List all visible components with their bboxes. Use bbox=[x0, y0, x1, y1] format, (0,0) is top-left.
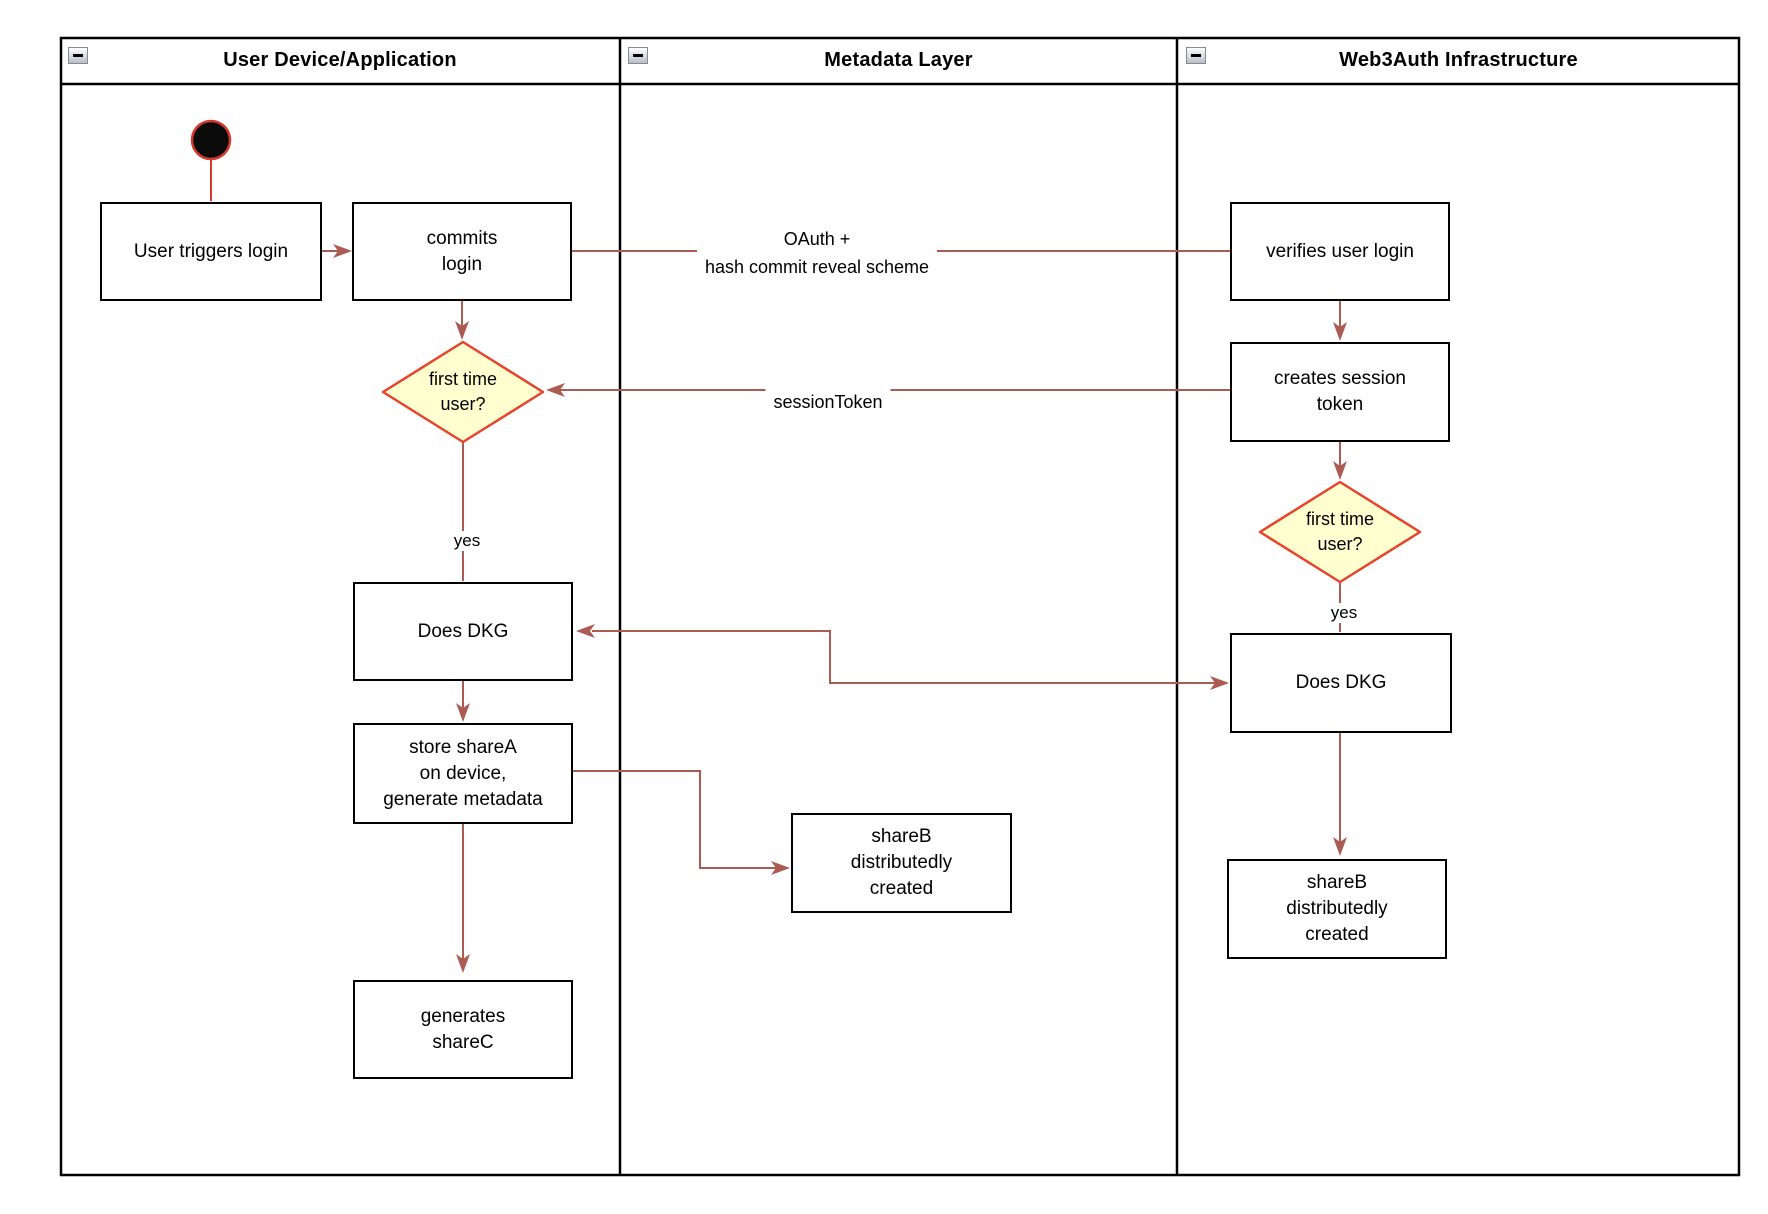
swimlane-frame bbox=[59, 36, 1741, 1177]
node-does-dkg-web3auth[interactable]: Does DKG bbox=[1230, 633, 1452, 733]
arrowhead-into-store-share-a bbox=[456, 703, 470, 722]
lane-title-user-device: User Device/Application bbox=[223, 48, 457, 71]
node-does-dkg-device[interactable]: Does DKG bbox=[353, 582, 573, 681]
edge-verifies-to-creates-session bbox=[1333, 301, 1347, 341]
node-commits-login[interactable]: commits login bbox=[352, 202, 572, 301]
edge-label-yes-web3auth: yes bbox=[1326, 603, 1362, 623]
node-share-b-metadata[interactable]: shareB distributedly created bbox=[791, 813, 1012, 913]
node-creates-session-token[interactable]: creates session token bbox=[1230, 342, 1450, 442]
edge-commits-to-first-time-device bbox=[455, 301, 469, 340]
lane-title-metadata-layer: Metadata Layer bbox=[824, 48, 973, 71]
arrowhead-into-first-time-device bbox=[546, 383, 565, 397]
collapse-lane-button-user-device[interactable] bbox=[68, 47, 88, 64]
edge-creates-session-to-first-time-web3auth bbox=[1333, 442, 1347, 480]
arrowhead-into-share-b-metadata bbox=[771, 861, 790, 875]
minus-icon bbox=[1191, 54, 1201, 57]
edge-user-triggers-to-commits bbox=[322, 244, 352, 258]
collapse-lane-button-metadata-layer[interactable] bbox=[628, 47, 648, 64]
node-share-b-web3auth[interactable]: shareB distributedly created bbox=[1227, 859, 1447, 959]
edge-label-oauth: OAuth + hash commit reveal scheme bbox=[696, 225, 938, 281]
lane-header-user-device: User Device/Application bbox=[60, 37, 620, 83]
arrowhead-into-first-time-web3auth bbox=[1333, 461, 1347, 480]
collapse-lane-button-web3auth[interactable] bbox=[1186, 47, 1206, 64]
start-node[interactable] bbox=[190, 119, 232, 161]
lane-title-web3auth: Web3Auth Infrastructure bbox=[1339, 48, 1578, 71]
decision-first-time-user-web3auth[interactable] bbox=[1258, 480, 1422, 584]
lane-header-metadata-layer: Metadata Layer bbox=[620, 37, 1177, 83]
edge-label-yes-device: yes bbox=[449, 531, 485, 551]
arrowhead-into-does-dkg-web3auth bbox=[1210, 676, 1229, 690]
edge-session-token bbox=[546, 383, 1230, 397]
node-user-triggers-login[interactable]: User triggers login bbox=[100, 202, 322, 301]
edge-label-session-token: sessionToken bbox=[765, 388, 891, 416]
arrowhead-into-generates-share-c bbox=[456, 954, 470, 973]
edge-store-to-share-b-metadata bbox=[573, 770, 790, 875]
edge-dkg-sync bbox=[576, 624, 1229, 690]
decision-label-first-time-user-web3auth: first time user? bbox=[1305, 509, 1375, 554]
edge-dkg-to-store-share-a bbox=[456, 681, 470, 722]
edge-dkg-to-share-b-web3auth bbox=[1333, 733, 1347, 856]
arrowhead-into-share-b-web3auth bbox=[1333, 837, 1347, 856]
frame-outline bbox=[59, 36, 1741, 1177]
decision-label-first-time-user-device: first time user? bbox=[428, 369, 498, 414]
node-generates-share-c[interactable]: generates shareC bbox=[353, 980, 573, 1079]
lane-header-web3auth: Web3Auth Infrastructure bbox=[1177, 37, 1740, 83]
node-verifies-user-login[interactable]: verifies user login bbox=[1230, 202, 1450, 301]
edge-store-to-generates-share-c bbox=[456, 824, 470, 973]
arrowhead-into-creates-session bbox=[1333, 322, 1347, 341]
arrowhead-into-does-dkg-device bbox=[576, 624, 595, 638]
minus-icon bbox=[633, 54, 643, 57]
minus-icon bbox=[73, 54, 83, 57]
decision-first-time-user-device[interactable] bbox=[381, 340, 545, 444]
arrowhead-into-first-time-device-top bbox=[455, 321, 469, 340]
node-store-share-a[interactable]: store shareA on device, generate metadat… bbox=[353, 723, 573, 824]
arrowhead-into-commits bbox=[333, 244, 352, 258]
